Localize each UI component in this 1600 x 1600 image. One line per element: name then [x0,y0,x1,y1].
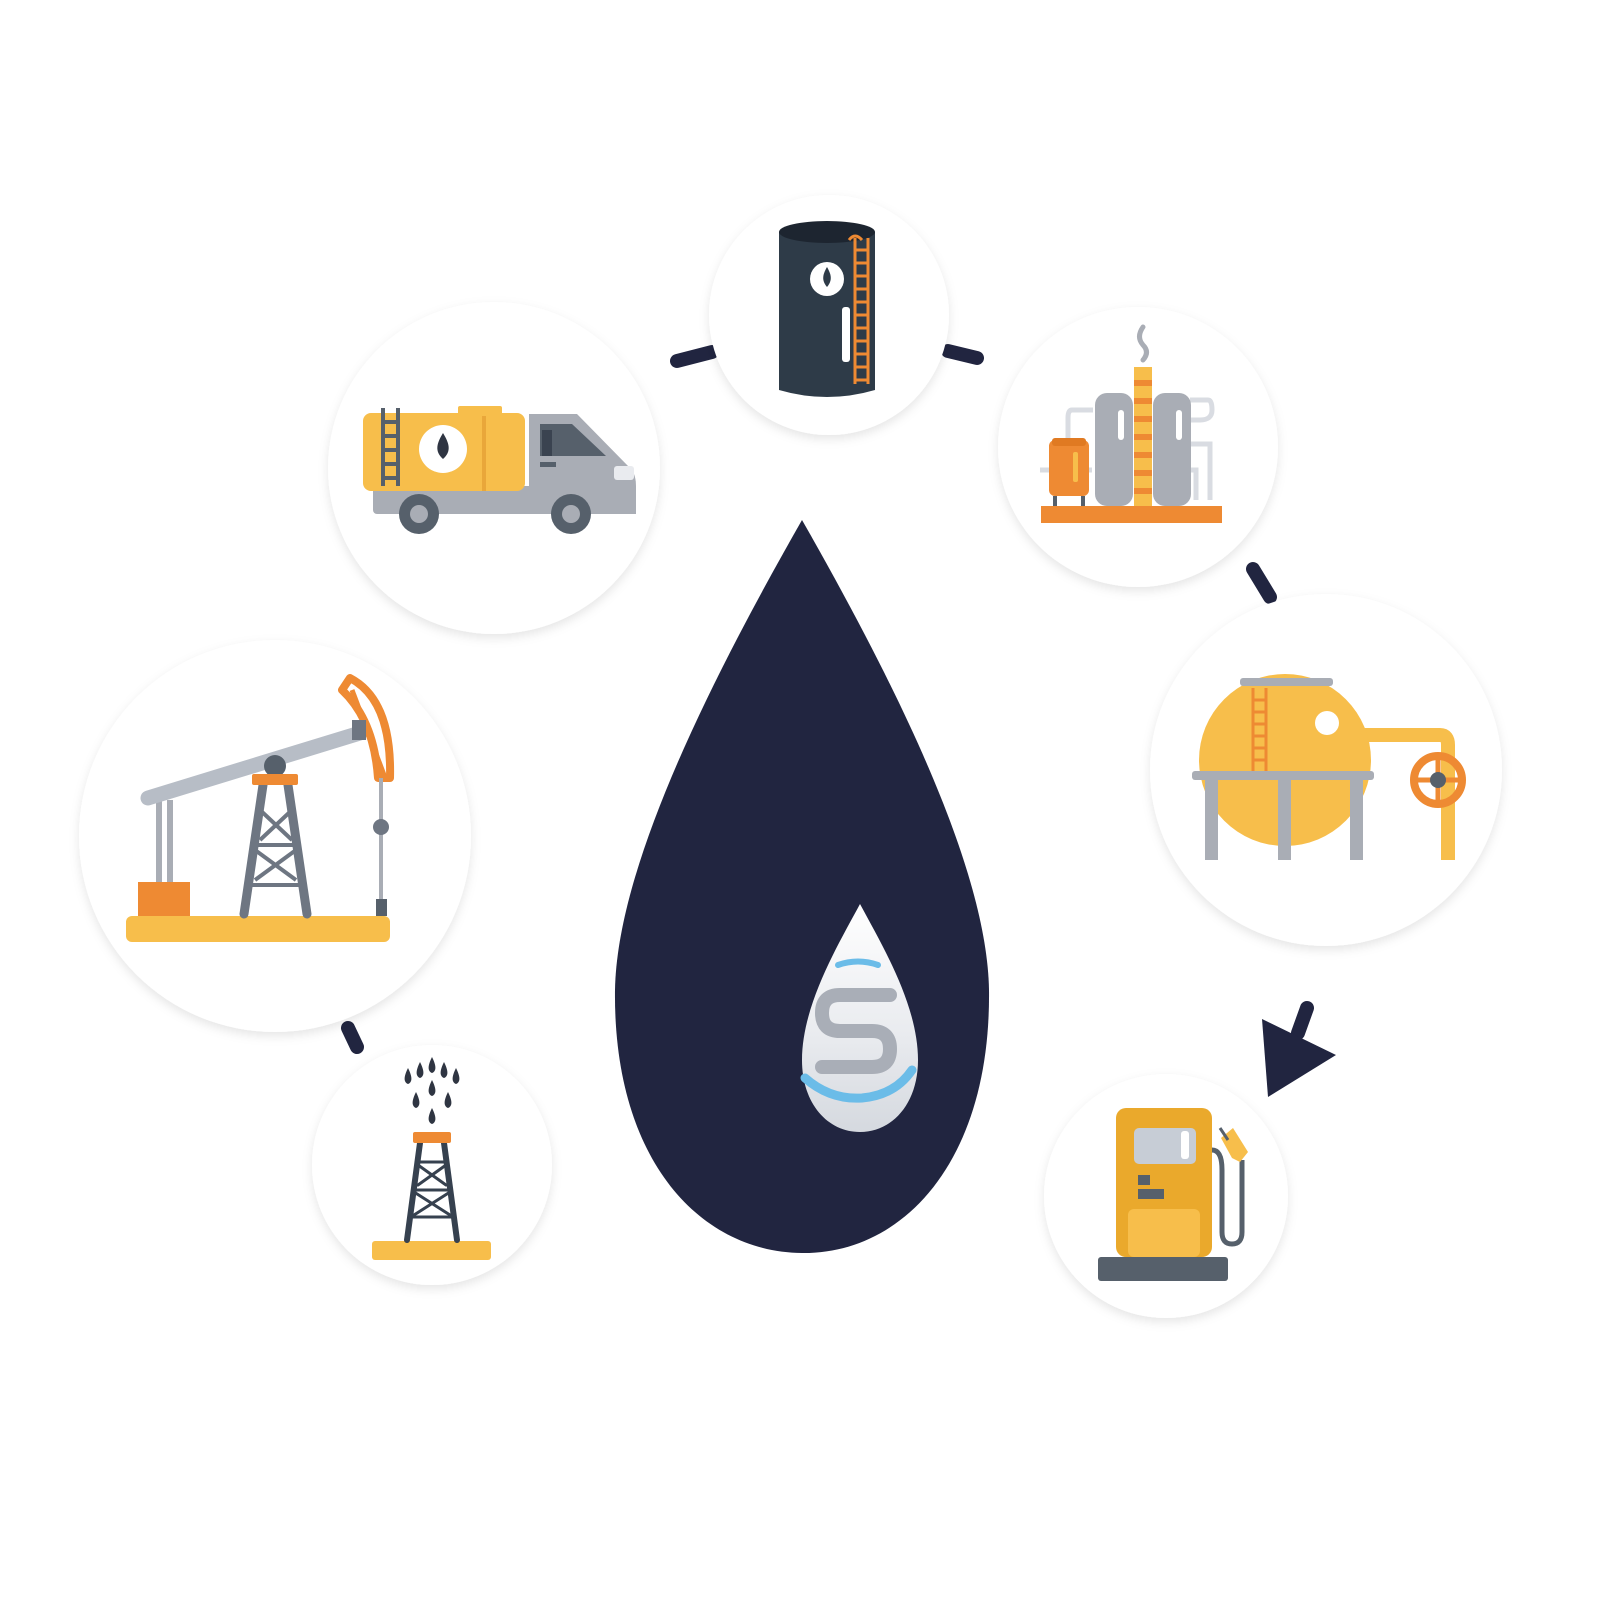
oil-drop-icon [614,520,990,1254]
oil-gusher-icon [372,1057,491,1260]
connector-sphere-pump [1291,1001,1314,1040]
stage-circle-pumpjack [79,640,471,1032]
oil-drop-logo-icon [800,904,918,1132]
connector-tank-refinery [941,344,984,365]
storage-tank-icon [779,221,875,397]
connector-truck-tank [670,345,719,368]
logo-letter-s [814,988,898,1074]
tanker-truck-icon [363,406,636,534]
cycle-arrowhead [1262,1019,1336,1097]
connector-gusher-pumpjack [341,1021,364,1054]
fuel-pump-icon [1098,1108,1248,1281]
refinery-icon [1040,324,1222,523]
cycle-connectors [341,344,1314,1054]
pumpjack-icon [126,674,395,942]
connector-refinery-sphere [1246,562,1277,604]
stage-circle-gusher [312,1045,552,1285]
spherical-tank-icon [1192,674,1466,860]
central-oil-drop [614,520,990,1254]
